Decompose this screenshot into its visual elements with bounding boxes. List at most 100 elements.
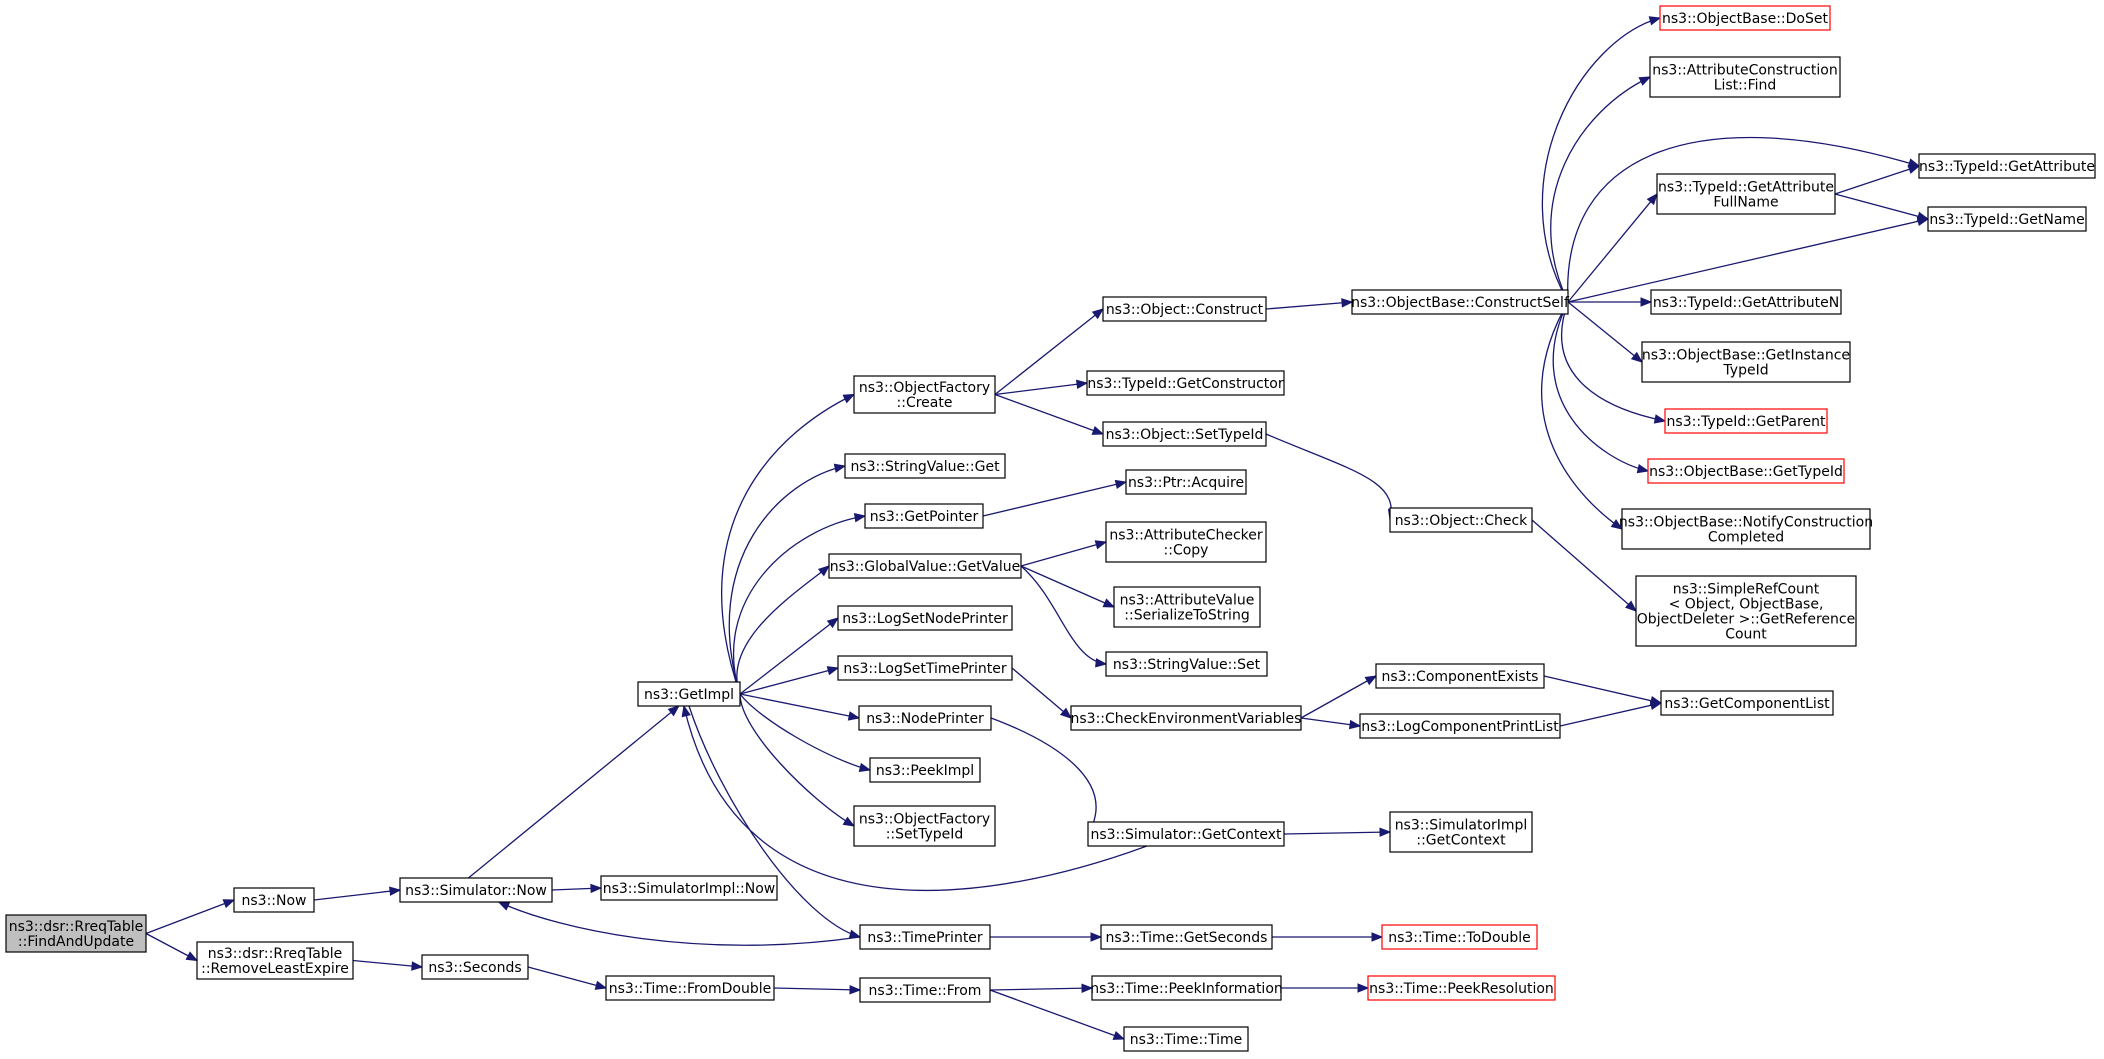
edge-constructself-getparent: [1561, 301, 1667, 424]
node-simplerefcount[interactable]: ns3::SimpleRefCount< Object, ObjectBase,…: [1635, 575, 1857, 647]
node-label: ns3::Time::From: [869, 983, 982, 999]
node-label: ns3::TypeId::GetAttribute: [1919, 159, 2095, 175]
node-getname[interactable]: ns3::TypeId::GetName: [1927, 206, 2087, 232]
node-box: [1660, 690, 1834, 716]
edge-arrowhead: [1095, 658, 1108, 668]
edge-arrowhead: [1640, 297, 1653, 307]
node-box: [1649, 56, 1841, 98]
node-getpointer[interactable]: ns3::GetPointer: [864, 503, 984, 529]
node-label: ns3::TypeId::GetAttributeN: [1653, 295, 1839, 311]
node-seconds[interactable]: ns3::Seconds: [421, 954, 529, 980]
node-label: ::FindAndUpdate: [18, 934, 134, 950]
edge-ofcreate-objconstruct: [994, 308, 1105, 396]
edge-arrowhead: [817, 565, 831, 577]
edge-getimpl-nodeprinter: [739, 693, 861, 721]
node-checkenv[interactable]: ns3::CheckEnvironmentVariables: [1070, 705, 1302, 731]
edge-getimpl-svget: [728, 463, 847, 695]
edge-arrowhead: [1094, 540, 1108, 550]
edge-gvgetvalue-svset: [1020, 565, 1108, 668]
node-getconstructor[interactable]: ns3::TypeId::GetConstructor: [1086, 370, 1285, 396]
node-todouble[interactable]: ns3::Time::ToDouble: [1381, 924, 1538, 950]
node-simimplgetcontext[interactable]: ns3::SimulatorImpl::GetContext: [1389, 811, 1533, 853]
node-box: [1087, 821, 1285, 847]
node-logsetnode[interactable]: ns3::LogSetNodePrinter: [837, 605, 1013, 631]
node-label: ns3::dsr::RreqTable: [9, 919, 144, 935]
node-getattribute[interactable]: ns3::TypeId::GetAttribute: [1918, 153, 2096, 179]
edge-arrowhead: [185, 951, 199, 962]
edge-compexists-getcomponentlist: [1543, 675, 1663, 706]
node-gvgetvalue[interactable]: ns3::GlobalValue::GetValue: [828, 553, 1022, 579]
node-simnow[interactable]: ns3::Simulator::Now: [399, 877, 553, 903]
edge-logcompprint-getcomponentlist: [1559, 700, 1663, 727]
node-constructself[interactable]: ns3::ObjectBase::ConstructSelf: [1351, 289, 1570, 315]
node-box: [1086, 370, 1285, 396]
node-simimplnow[interactable]: ns3::SimulatorImpl::Now: [600, 875, 778, 901]
node-label: TypeId: [1722, 363, 1768, 379]
node-getattributen[interactable]: ns3::TypeId::GetAttributeN: [1650, 289, 1842, 315]
node-getcomponentlist[interactable]: ns3::GetComponentList: [1660, 690, 1834, 716]
node-doset[interactable]: ns3::ObjectBase::DoSet: [1659, 5, 1831, 31]
node-timegetseconds[interactable]: ns3::Time::GetSeconds: [1100, 924, 1273, 950]
node-fromdouble[interactable]: ns3::Time::FromDouble: [605, 975, 775, 1001]
node-notifyconstruction[interactable]: ns3::ObjectBase::NotifyConstructionCompl…: [1619, 508, 1873, 550]
node-box: [1664, 408, 1828, 434]
node-peekinfo[interactable]: ns3::Time::PeekInformation: [1090, 975, 1283, 1001]
node-box: [1105, 651, 1268, 677]
node-logcompprint[interactable]: ns3::LogComponentPrintList: [1359, 713, 1561, 739]
edge-arrowhead: [222, 899, 236, 909]
node-obgettypeid[interactable]: ns3::ObjectBase::GetTypeId: [1647, 458, 1845, 484]
node-nodeprinter[interactable]: ns3::NodePrinter: [858, 705, 992, 731]
node-getparent[interactable]: ns3::TypeId::GetParent: [1664, 408, 1828, 434]
node-box: [1918, 153, 2096, 179]
node-logsettime[interactable]: ns3::LogSetTimePrinter: [837, 655, 1013, 681]
nodes-layer: ns3::dsr::RreqTable::FindAndUpdate ns3::N…: [5, 5, 2096, 1052]
node-svset[interactable]: ns3::StringValue::Set: [1105, 651, 1268, 677]
node-rle[interactable]: ns3::dsr::RreqTable::RemoveLeastExpire: [196, 941, 354, 980]
edge-arrowhead: [853, 512, 867, 523]
node-objconstruct[interactable]: ns3::Object::Construct: [1102, 296, 1267, 322]
edge-constructself-getname: [1567, 216, 1930, 303]
node-label: ::Create: [897, 395, 953, 411]
node-timeprinter[interactable]: ns3::TimePrinter: [859, 924, 991, 950]
edge-arrowhead: [681, 704, 691, 718]
node-ptracquire[interactable]: ns3::Ptr::Acquire: [1125, 469, 1247, 495]
node-box: [869, 757, 981, 783]
node-objcheck[interactable]: ns3::Object::Check: [1389, 507, 1533, 533]
edge-constructself-doset: [1541, 16, 1662, 303]
edge-arrowhead: [842, 816, 856, 827]
node-label: ns3::AttributeValue: [1120, 593, 1255, 609]
node-ofcreate[interactable]: ns3::ObjectFactory::Create: [853, 375, 996, 414]
node-box: [600, 875, 778, 901]
node-compexists[interactable]: ns3::ComponentExists: [1375, 663, 1545, 689]
node-avserialize[interactable]: ns3::AttributeValue::SerializeToString: [1113, 586, 1261, 628]
node-label: ns3::GetImpl: [644, 687, 734, 703]
node-now[interactable]: ns3::Now: [233, 887, 315, 913]
node-ofsettypeid[interactable]: ns3::ObjectFactory::SetTypeId: [853, 805, 996, 847]
edge-arrowhead: [1348, 719, 1362, 730]
edge-arrowhead: [842, 393, 856, 404]
edge-arrowhead: [590, 883, 603, 894]
node-label: ns3::PeekImpl: [876, 763, 974, 779]
node-box: [1070, 705, 1302, 731]
edge-arrowhead: [667, 705, 680, 717]
node-peekimpl[interactable]: ns3::PeekImpl: [869, 757, 981, 783]
node-label: ns3::CheckEnvironmentVariables: [1071, 711, 1302, 727]
node-peekres[interactable]: ns3::Time::PeekResolution: [1367, 975, 1556, 1001]
edge-timeprinter-timegetseconds: [990, 932, 1103, 942]
node-objsettypeid[interactable]: ns3::Object::SetTypeId: [1102, 421, 1267, 447]
edge-constructself-getattrfullname: [1567, 192, 1658, 303]
node-svget[interactable]: ns3::StringValue::Get: [844, 453, 1006, 479]
node-label: ::RemoveLeastExpire: [201, 961, 349, 977]
node-label: Completed: [1708, 530, 1784, 546]
node-getimpl[interactable]: ns3::GetImpl: [637, 681, 741, 707]
node-timetime[interactable]: ns3::Time::Time: [1123, 1026, 1249, 1052]
node-simgetcontext[interactable]: ns3::Simulator::GetContext: [1087, 821, 1285, 847]
node-box: [1102, 296, 1267, 322]
node-label: ns3::TypeId::GetParent: [1667, 414, 1826, 430]
node-accopy[interactable]: ns3::AttributeChecker::Copy: [1105, 521, 1267, 563]
edge-arrowhead: [1636, 464, 1650, 474]
node-timefrom[interactable]: ns3::Time::From: [859, 977, 991, 1003]
